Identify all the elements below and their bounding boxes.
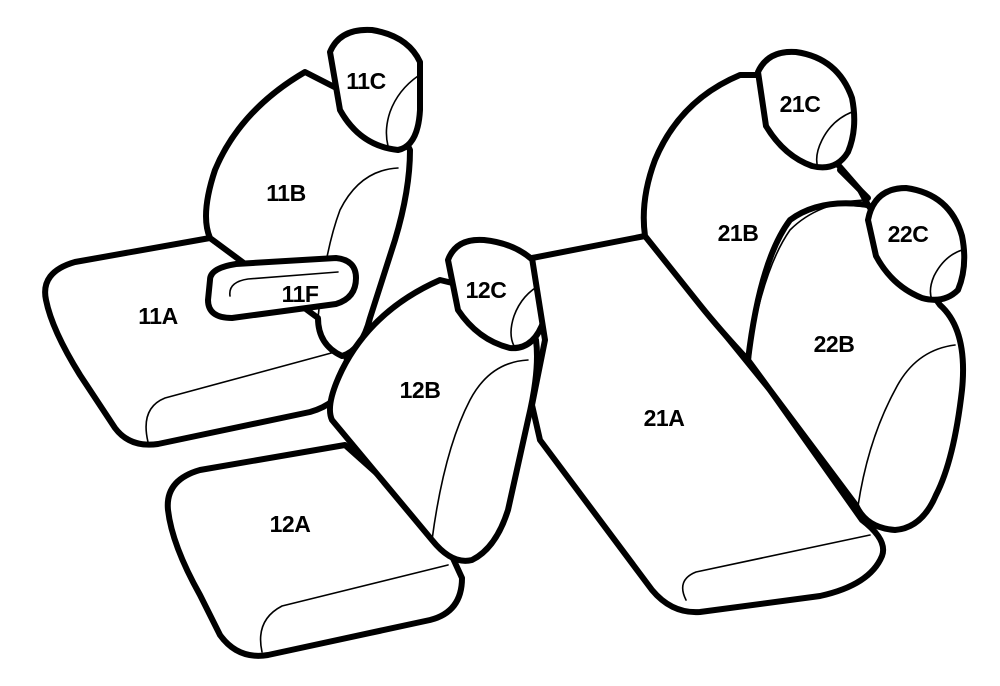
part-12B-seam — [431, 359, 529, 541]
label-22C: 22C — [888, 221, 929, 247]
label-12B: 12B — [400, 377, 441, 403]
part-11C-seam — [385, 75, 419, 147]
part-21C-shape[interactable] — [755, 48, 858, 171]
label-21A: 21A — [644, 405, 685, 431]
front-seat-2 — [164, 236, 551, 659]
label-11F: 11F — [282, 281, 319, 307]
part-21A-seam — [681, 534, 871, 601]
part-21A-shape[interactable] — [529, 233, 886, 616]
part-22B-seam — [857, 344, 956, 507]
part-12A-seam — [259, 564, 449, 653]
rear-bench — [529, 48, 968, 616]
front-seat-1 — [42, 26, 423, 448]
part-21C-seam — [815, 111, 853, 169]
part-22C-shape[interactable] — [865, 185, 968, 303]
label-11A: 11A — [138, 303, 177, 329]
part-11B-shape[interactable] — [203, 69, 413, 359]
label-11B: 11B — [266, 180, 305, 206]
label-21C: 21C — [780, 91, 821, 117]
part-21B-seam — [747, 199, 866, 361]
part-22C-seam — [929, 249, 963, 301]
label-21B: 21B — [718, 220, 759, 246]
label-22B: 22B — [814, 331, 855, 357]
headrest-link — [837, 167, 871, 201]
label-11C: 11C — [346, 68, 385, 94]
label-12C: 12C — [466, 277, 507, 303]
part-11F-seam — [229, 271, 339, 297]
label-12A: 12A — [270, 511, 311, 537]
part-11C-shape[interactable] — [327, 26, 423, 153]
part-11A-seam — [145, 351, 336, 443]
part-12C-seam — [510, 283, 543, 347]
part-12A-shape[interactable] — [164, 442, 465, 659]
